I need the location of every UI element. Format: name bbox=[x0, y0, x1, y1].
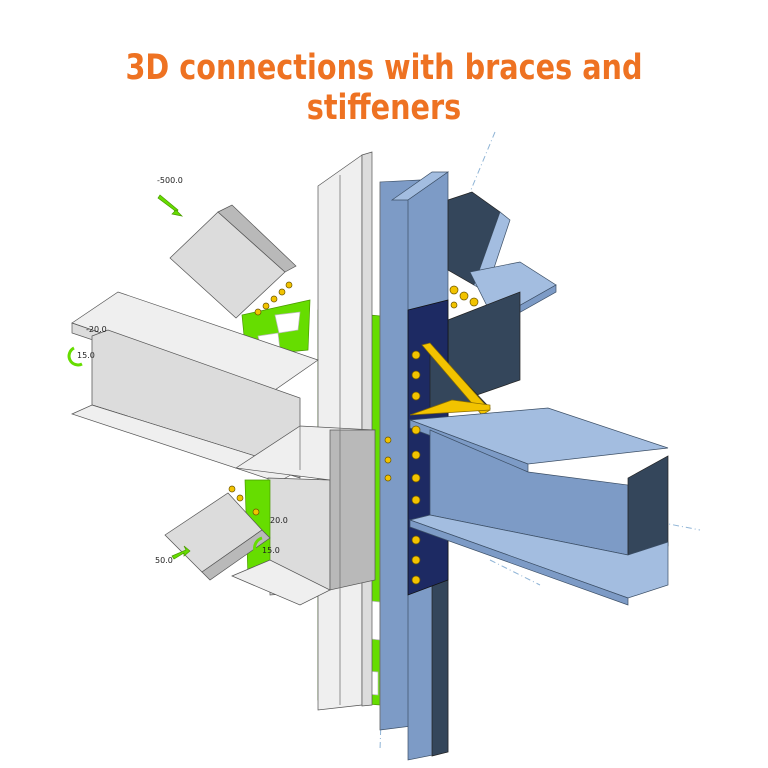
lower-left-beam bbox=[231, 425, 376, 606]
main-right-beam bbox=[408, 407, 669, 606]
edge-lines bbox=[91, 175, 381, 730]
column-bolts bbox=[384, 350, 421, 585]
lower-beam-force-label: 20.0 bbox=[270, 516, 288, 525]
load-arrow-icon bbox=[171, 545, 191, 560]
page-title: 3D connections with braces and stiffener… bbox=[125, 48, 643, 128]
left-beam-force-label: -20.0 bbox=[86, 325, 107, 334]
lower-brace-force-label: 50.0 bbox=[155, 556, 173, 565]
stiffener-plates bbox=[409, 342, 491, 416]
left-beam-moment-label: 15.0 bbox=[77, 351, 95, 360]
upper-brace-force-label: -500.0 bbox=[157, 176, 183, 185]
upper-right-bolts bbox=[449, 285, 479, 309]
moment-arrow-icon bbox=[67, 346, 83, 367]
load-labels: -500.0 -20.0 15.0 20.0 15.0 50.0 bbox=[67, 176, 288, 565]
lower-beam-moment-label: 15.0 bbox=[262, 546, 280, 555]
upper-right-beam bbox=[447, 261, 557, 406]
lower-brace-bolts bbox=[228, 485, 260, 516]
lower-left-brace bbox=[164, 492, 271, 581]
axis-line-lower-right bbox=[489, 559, 541, 586]
moment-arrow-icon bbox=[253, 536, 269, 560]
upper-brace-bolts bbox=[254, 281, 293, 316]
